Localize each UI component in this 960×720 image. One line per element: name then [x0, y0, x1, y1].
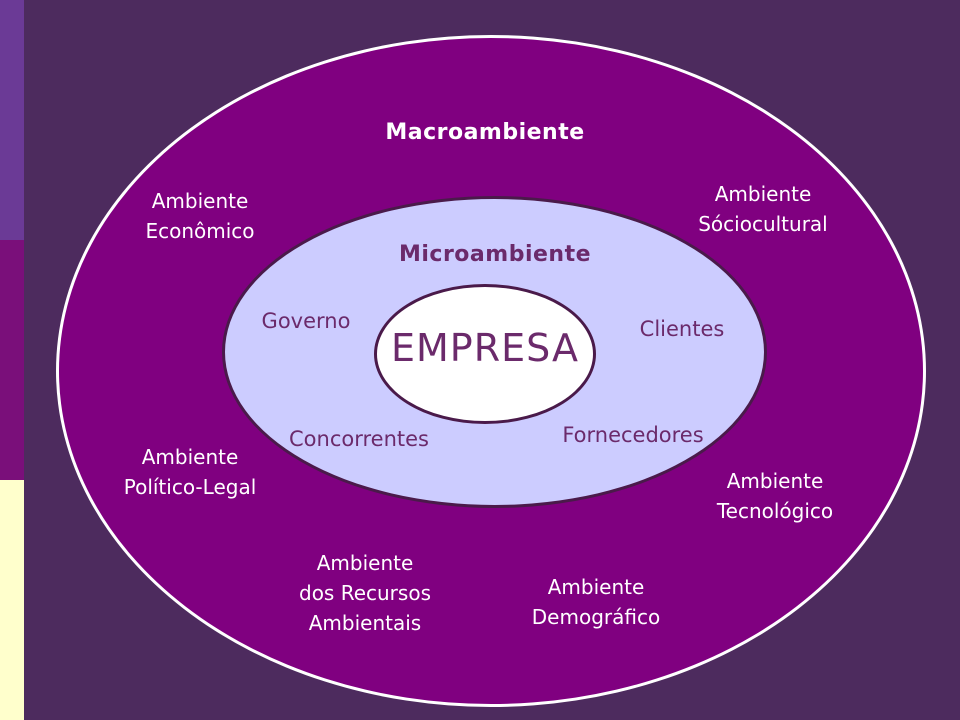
governo-label: Governo: [261, 309, 351, 333]
ambiente-demografico-label: Ambiente Demográfico: [531, 575, 661, 629]
left-accent-bar-bottom: [0, 480, 24, 720]
ambiente-sociocultural-label: Ambiente Sóciocultural: [698, 182, 828, 236]
ambiente-politico-legal-label: Ambiente Político-Legal: [123, 445, 257, 499]
empresa-label: EMPRESA: [391, 326, 579, 370]
concorrentes-label: Concorrentes: [289, 427, 429, 451]
fornecedores-label: Fornecedores: [562, 423, 704, 447]
ambiente-economico-label: Ambiente Econômico: [145, 189, 255, 243]
ambiente-tecnologico-label: Ambiente Tecnológico: [716, 469, 834, 523]
left-accent-bar-middle: [0, 240, 24, 480]
macroambiente-title: Macroambiente: [385, 120, 585, 145]
clientes-label: Clientes: [639, 317, 725, 341]
ambiente-recursos-ambientais-label: Ambiente dos Recursos Ambientais: [299, 551, 431, 635]
empresa-ellipse: [374, 284, 596, 424]
left-accent-bar-top: [0, 0, 24, 240]
microambiente-title: Microambiente: [398, 242, 592, 267]
